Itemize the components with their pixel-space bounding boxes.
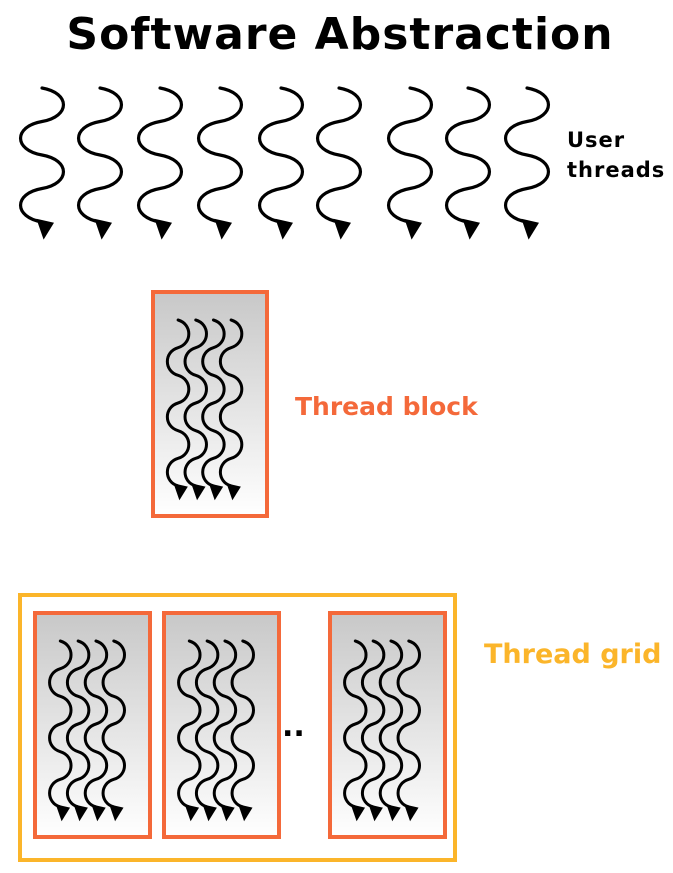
thread-arrowhead — [275, 218, 293, 240]
thread-block-frame — [162, 611, 281, 839]
thread-arrowhead — [521, 218, 539, 240]
thread-wave — [136, 86, 184, 224]
thread-wave — [83, 639, 109, 809]
user-threads-group — [18, 86, 551, 240]
thread-wave — [444, 86, 492, 224]
thread-wave — [218, 318, 244, 488]
thread-wave — [101, 639, 126, 809]
thread-block-label: Thread block — [295, 392, 478, 421]
block-thread — [83, 639, 109, 822]
block-thread — [101, 639, 126, 822]
block-thread — [378, 639, 404, 822]
user-thread — [315, 86, 363, 240]
thread-grid: .. — [18, 593, 457, 862]
thread-arrowhead — [94, 218, 112, 240]
thread-block — [151, 290, 269, 518]
block-thread — [396, 639, 421, 822]
user-threads-label-line2: threads — [567, 158, 666, 182]
thread-wave — [65, 639, 91, 809]
block-thread — [201, 318, 226, 501]
thread-arrowhead — [226, 483, 241, 501]
block-thread — [65, 639, 91, 822]
thread-wave — [396, 639, 421, 809]
thread-arrowhead — [36, 218, 54, 240]
block-thread — [194, 639, 220, 822]
thread-grid-label: Thread grid — [484, 639, 662, 670]
thread-wave — [257, 86, 305, 224]
thread-arrowhead — [386, 804, 401, 822]
thread-wave — [194, 639, 220, 809]
thread-arrowhead — [333, 218, 351, 240]
grid-thread-block — [33, 611, 152, 839]
user-thread — [386, 86, 434, 240]
block-thread — [343, 639, 368, 822]
thread-wave — [177, 639, 202, 809]
thread-wave — [503, 86, 551, 224]
thread-wave — [76, 86, 124, 224]
thread-wave — [378, 639, 404, 809]
user-thread — [18, 86, 66, 240]
user-thread — [196, 86, 244, 240]
grid-thread-block — [162, 611, 281, 839]
thread-wave — [196, 86, 244, 224]
thread-arrowhead — [404, 218, 422, 240]
user-thread — [257, 86, 305, 240]
thread-arrowhead — [173, 483, 188, 501]
thread-wave — [386, 86, 434, 224]
user-thread — [503, 86, 551, 240]
thread-wave — [183, 318, 208, 488]
thread-wave — [360, 639, 386, 809]
user-thread — [444, 86, 492, 240]
diagram-title: Software Abstraction — [66, 9, 614, 60]
block-thread — [212, 639, 238, 822]
block-thread — [360, 639, 386, 822]
thread-wave — [212, 639, 238, 809]
thread-arrowhead — [208, 483, 224, 501]
thread-arrowhead — [154, 218, 172, 240]
grid-ellipsis: .. — [282, 709, 305, 744]
block-thread — [165, 318, 191, 501]
thread-wave — [315, 86, 363, 224]
thread-arrowhead — [350, 804, 366, 822]
block-thread — [177, 639, 202, 822]
thread-arrowhead — [91, 804, 106, 822]
block-thread — [218, 318, 244, 501]
block-thread — [230, 639, 255, 822]
thread-wave — [18, 86, 66, 224]
thread-wave — [48, 639, 73, 809]
block-thread — [48, 639, 73, 822]
thread-arrowhead — [462, 218, 480, 240]
thread-arrowhead — [238, 804, 253, 822]
thread-wave — [201, 318, 226, 488]
thread-arrowhead — [184, 804, 200, 822]
thread-arrowhead — [220, 804, 235, 822]
thread-arrowhead — [214, 218, 232, 240]
block-thread — [183, 318, 208, 501]
thread-arrowhead — [191, 483, 206, 501]
user-thread — [136, 86, 184, 240]
thread-arrowhead — [55, 804, 71, 822]
thread-arrowhead — [202, 804, 217, 822]
grid-thread-block — [328, 611, 447, 839]
thread-wave — [343, 639, 368, 809]
thread-wave — [230, 639, 255, 809]
thread-block-box — [151, 290, 269, 518]
user-threads-label-line1: User — [567, 128, 626, 152]
user-thread — [76, 86, 124, 240]
thread-arrowhead — [404, 804, 419, 822]
thread-arrowhead — [73, 804, 88, 822]
thread-arrowhead — [368, 804, 383, 822]
thread-grid-frame — [18, 593, 457, 862]
user-threads-label: User threads — [567, 125, 665, 185]
thread-wave — [165, 318, 191, 488]
thread-arrowhead — [109, 804, 124, 822]
